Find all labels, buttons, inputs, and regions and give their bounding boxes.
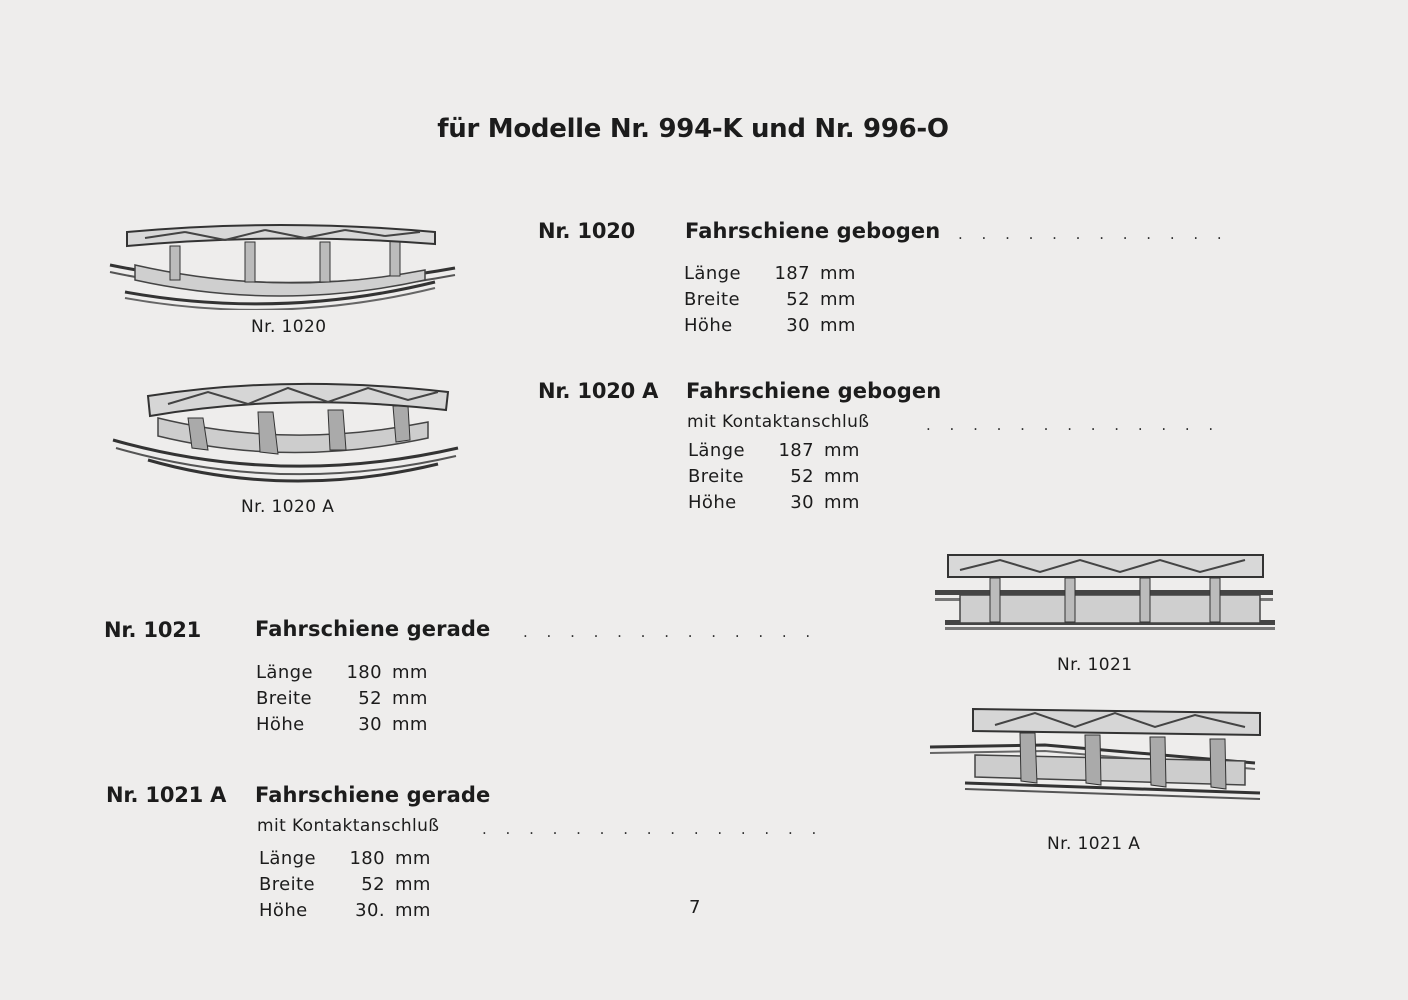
item-subtitle-1021a: mit Kontaktanschluß (257, 816, 440, 836)
leader-dots-1020a: . . . . . . . . . . . . . (926, 416, 1221, 434)
curved-contact-track-illustration (112, 382, 459, 483)
spec-row: Länge 187 mm (688, 438, 860, 464)
spec-value: 30 (790, 492, 814, 513)
spec-label: Höhe (688, 492, 737, 513)
spec-label: Länge (259, 848, 316, 869)
straight-track-illustration (935, 554, 1275, 630)
spec-value: 52 (786, 289, 810, 310)
straight-contact-track-illustration (929, 707, 1261, 800)
spec-row: Höhe 30 mm (256, 712, 428, 738)
spec-unit: mm (820, 289, 856, 310)
spec-value: 30 (358, 714, 382, 735)
spec-value: 52 (358, 688, 382, 709)
spec-label: Länge (256, 662, 313, 683)
item-title-1021a: Fahrschiene gerade (255, 783, 491, 807)
page-number: 7 (689, 897, 701, 918)
spec-table-1021: Länge 180 mm Breite 52 mm Höhe 30 mm (256, 660, 428, 738)
spec-value: 30. (355, 900, 385, 921)
spec-unit: mm (395, 874, 431, 895)
spec-row: Länge 180 mm (259, 846, 431, 872)
spec-value: 187 (778, 440, 814, 461)
item-title-1020a: Fahrschiene gebogen (686, 379, 942, 403)
caption-1020a: Nr. 1020 A (241, 497, 335, 517)
spec-label: Breite (256, 688, 312, 709)
spec-label: Höhe (259, 900, 308, 921)
spec-row: Höhe 30 mm (684, 313, 856, 339)
caption-1020: Nr. 1020 (251, 317, 327, 337)
item-number-1021: Nr. 1021 (104, 618, 202, 642)
spec-row: Höhe 30 mm (688, 490, 860, 516)
spec-row: Breite 52 mm (259, 872, 431, 898)
page-heading: für Modelle Nr. 994-K und Nr. 996-O (437, 114, 949, 144)
leader-dots-1020: . . . . . . . . . . . . (958, 225, 1229, 243)
spec-label: Breite (684, 289, 740, 310)
leader-dots-1021: . . . . . . . . . . . . . (523, 623, 818, 641)
spec-unit: mm (824, 440, 860, 461)
caption-1021a: Nr. 1021 A (1047, 834, 1141, 854)
spec-value: 30 (786, 315, 810, 336)
spec-unit: mm (820, 315, 856, 336)
spec-unit: mm (820, 263, 856, 284)
spec-table-1020: Länge 187 mm Breite 52 mm Höhe 30 mm (684, 261, 856, 339)
spec-label: Länge (684, 263, 741, 284)
spec-label: Breite (688, 466, 744, 487)
item-subtitle-1020a: mit Kontaktanschluß (687, 412, 870, 432)
spec-row: Breite 52 mm (684, 287, 856, 313)
spec-unit: mm (392, 688, 428, 709)
spec-unit: mm (824, 492, 860, 513)
spec-unit: mm (395, 900, 431, 921)
curved-track-illustration (109, 224, 456, 310)
spec-label: Höhe (256, 714, 305, 735)
spec-label: Breite (259, 874, 315, 895)
spec-value: 180 (346, 662, 382, 683)
spec-row: Länge 180 mm (256, 660, 428, 686)
spec-row: Breite 52 mm (688, 464, 860, 490)
spec-label: Länge (688, 440, 745, 461)
caption-1021: Nr. 1021 (1057, 655, 1133, 675)
spec-value: 52 (790, 466, 814, 487)
item-title-1021: Fahrschiene gerade (255, 617, 491, 641)
spec-value: 52 (361, 874, 385, 895)
item-number-1020a: Nr. 1020 A (538, 379, 659, 403)
spec-row: Höhe 30. mm (259, 898, 431, 924)
spec-unit: mm (395, 848, 431, 869)
spec-unit: mm (824, 466, 860, 487)
spec-label: Höhe (684, 315, 733, 336)
item-number-1020: Nr. 1020 (538, 219, 636, 243)
spec-row: Länge 187 mm (684, 261, 856, 287)
item-title-1020: Fahrschiene gebogen (685, 219, 941, 243)
spec-row: Breite 52 mm (256, 686, 428, 712)
spec-value: 187 (774, 263, 810, 284)
spec-unit: mm (392, 662, 428, 683)
item-number-1021a: Nr. 1021 A (106, 783, 227, 807)
spec-table-1020a: Länge 187 mm Breite 52 mm Höhe 30 mm (688, 438, 860, 516)
spec-table-1021a: Länge 180 mm Breite 52 mm Höhe 30. mm (259, 846, 431, 924)
spec-unit: mm (392, 714, 428, 735)
spec-value: 180 (349, 848, 385, 869)
leader-dots-1021a: . . . . . . . . . . . . . . . (482, 820, 824, 838)
